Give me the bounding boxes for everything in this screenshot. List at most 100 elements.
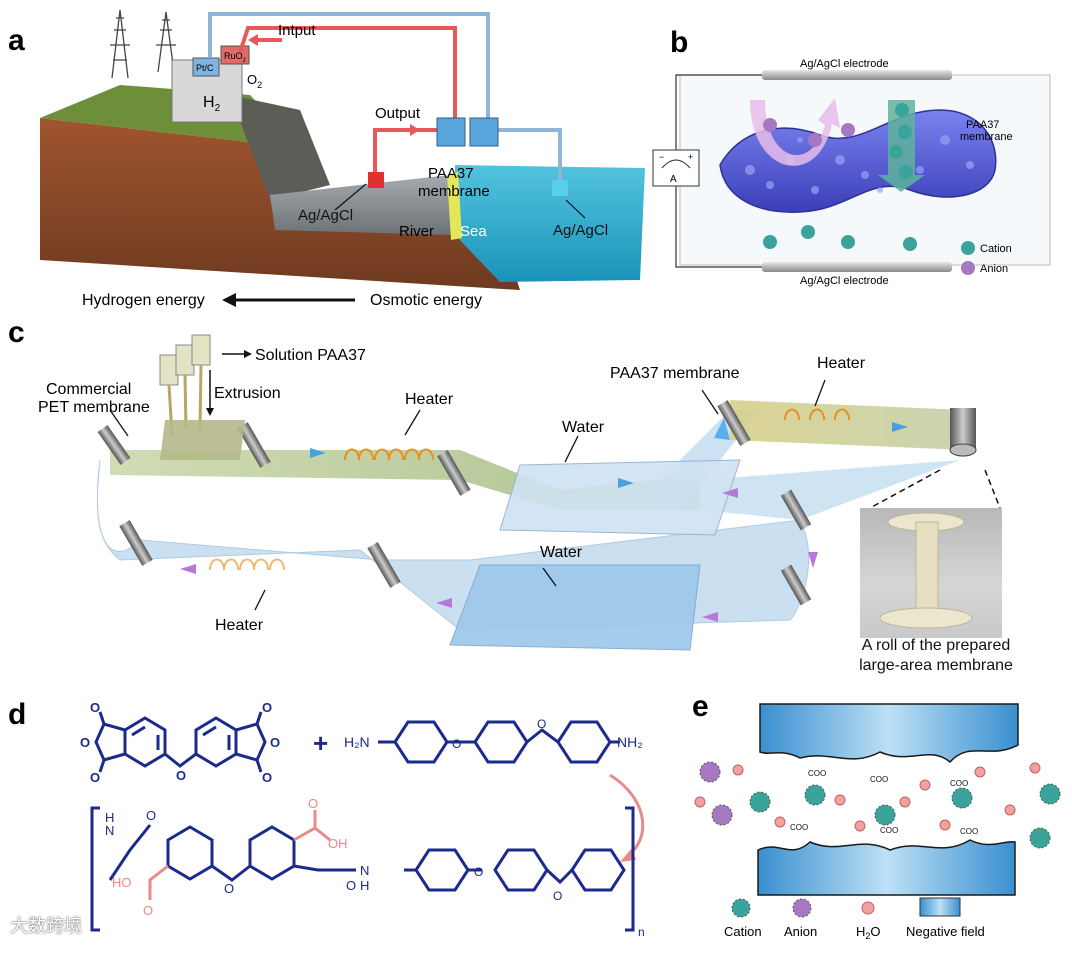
power-tower-2	[156, 11, 176, 73]
cation-marker	[1029, 827, 1051, 849]
cation-marker	[889, 145, 903, 159]
sea-water	[455, 165, 645, 282]
membrane-label-b2: membrane	[960, 131, 1013, 143]
roller	[97, 425, 131, 465]
svg-text:N: N	[105, 823, 114, 838]
svg-text:O: O	[452, 737, 461, 751]
bottom-electrode-label: Ag/AgCl electrode	[800, 275, 889, 287]
load-box-2	[469, 117, 499, 147]
heater-label-3: Heater	[215, 617, 264, 634]
water-molecules	[694, 762, 1041, 832]
roller	[717, 400, 751, 446]
pt-c-electrode	[192, 57, 220, 77]
svg-text:O: O	[90, 770, 100, 785]
svg-text:O: O	[553, 889, 562, 903]
agagcl-left-label: Ag/AgCl	[298, 207, 353, 224]
panel-label-a: a	[8, 24, 25, 57]
cation-marker	[898, 125, 912, 139]
legend-anion-icon	[792, 898, 812, 918]
dianhydride-molecule	[94, 711, 267, 773]
svg-text:O: O	[146, 808, 156, 823]
membrane-stripe	[447, 172, 462, 240]
legend-h2o-icon	[861, 901, 875, 915]
output-label: Output	[375, 105, 421, 122]
o2-label: O2	[247, 72, 262, 90]
extrusion-label: Extrusion	[214, 385, 281, 402]
svg-text:COO: COO	[960, 827, 978, 836]
panel-c-illustration: c	[8, 316, 1001, 651]
top-electrode	[762, 70, 952, 80]
top-wall	[759, 703, 1019, 764]
svg-text:O: O	[262, 770, 272, 785]
power-tower-1	[110, 9, 130, 79]
film-bottom-return	[700, 460, 960, 520]
pet-membrane-label: PET membrane	[38, 399, 150, 416]
input-pipe-blue	[208, 12, 490, 120]
water-tray-2	[449, 564, 701, 651]
svg-text:COO: COO	[950, 779, 968, 788]
svg-text:O: O	[537, 717, 546, 731]
svg-text:H: H	[360, 878, 369, 893]
watermark: 大数跨境	[10, 916, 82, 937]
heater-coils-3	[209, 558, 285, 571]
svg-text:O: O	[80, 735, 90, 750]
svg-text:COO: COO	[790, 823, 808, 832]
cation-marker	[763, 235, 777, 249]
osmotic-energy-label: Osmotic energy	[370, 292, 482, 309]
agagcl-right-label: Ag/AgCl	[553, 222, 608, 239]
cation-marker	[903, 237, 917, 251]
reaction-arrow	[609, 773, 645, 857]
water-tray-1	[499, 459, 741, 536]
roller	[437, 450, 471, 496]
heater-label-2: Heater	[817, 355, 866, 372]
film-top-yellow	[730, 400, 965, 450]
anion-rejection-arrow	[750, 98, 840, 166]
svg-text:COO: COO	[808, 769, 826, 778]
cation-marker	[874, 804, 896, 826]
svg-text:O: O	[474, 865, 483, 879]
legend-anion-label-e: Anion	[784, 924, 817, 939]
input-pipe-red	[238, 26, 457, 120]
roll-core	[915, 521, 939, 615]
river-water	[270, 175, 455, 235]
water-label-1: Water	[562, 419, 605, 436]
anion-marker	[699, 761, 721, 783]
ammeter	[652, 149, 700, 187]
cast-solution-patch	[160, 420, 245, 460]
pt-c-label: Pt/C	[196, 63, 214, 73]
paa37-membrane-porous	[719, 109, 997, 213]
svg-text:O: O	[143, 903, 153, 918]
cation-marker	[749, 791, 771, 813]
svg-text:O: O	[262, 700, 272, 715]
panel-label-d: d	[8, 698, 26, 731]
solution-paa37-label: Solution PAA37	[255, 347, 366, 364]
roll-caption-line-1: A roll of the prepared	[861, 637, 1011, 654]
roller	[237, 422, 271, 468]
panel-c: c	[0, 310, 1072, 690]
commercial-label: Commercial	[46, 381, 131, 398]
panel-e-illustration: e COO COO COO COO COO COO	[692, 690, 1061, 941]
svg-text:O: O	[346, 878, 356, 893]
ammeter-label: A	[670, 174, 677, 185]
bottom-wall	[757, 839, 1016, 896]
cation-marker	[804, 784, 826, 806]
anion-marker	[763, 118, 777, 132]
membrane-roll-photo	[860, 508, 1002, 638]
plus-sign: +	[313, 728, 328, 758]
roller-end	[949, 443, 977, 457]
cation-marker	[841, 235, 855, 249]
svg-text:COO: COO	[870, 775, 888, 784]
cation-marker	[1039, 783, 1061, 805]
svg-text:O: O	[308, 796, 318, 811]
panel-label-b: b	[670, 26, 688, 59]
diamine-molecule	[378, 720, 620, 764]
legend-field-label: Negative field	[906, 924, 985, 939]
roller	[950, 408, 976, 450]
river-label: River	[399, 223, 434, 240]
h2n-label: H₂N	[344, 734, 370, 750]
panel-a-illustration: a Intput Output Pt/C RuO2 O2 H2 PAA37 me…	[8, 9, 645, 309]
sea-label: Sea	[460, 223, 487, 240]
legend-h2o-label: H2O	[856, 924, 881, 941]
panel-e: e COO COO COO COO COO COO	[680, 690, 1072, 948]
anion-marker	[808, 133, 822, 147]
